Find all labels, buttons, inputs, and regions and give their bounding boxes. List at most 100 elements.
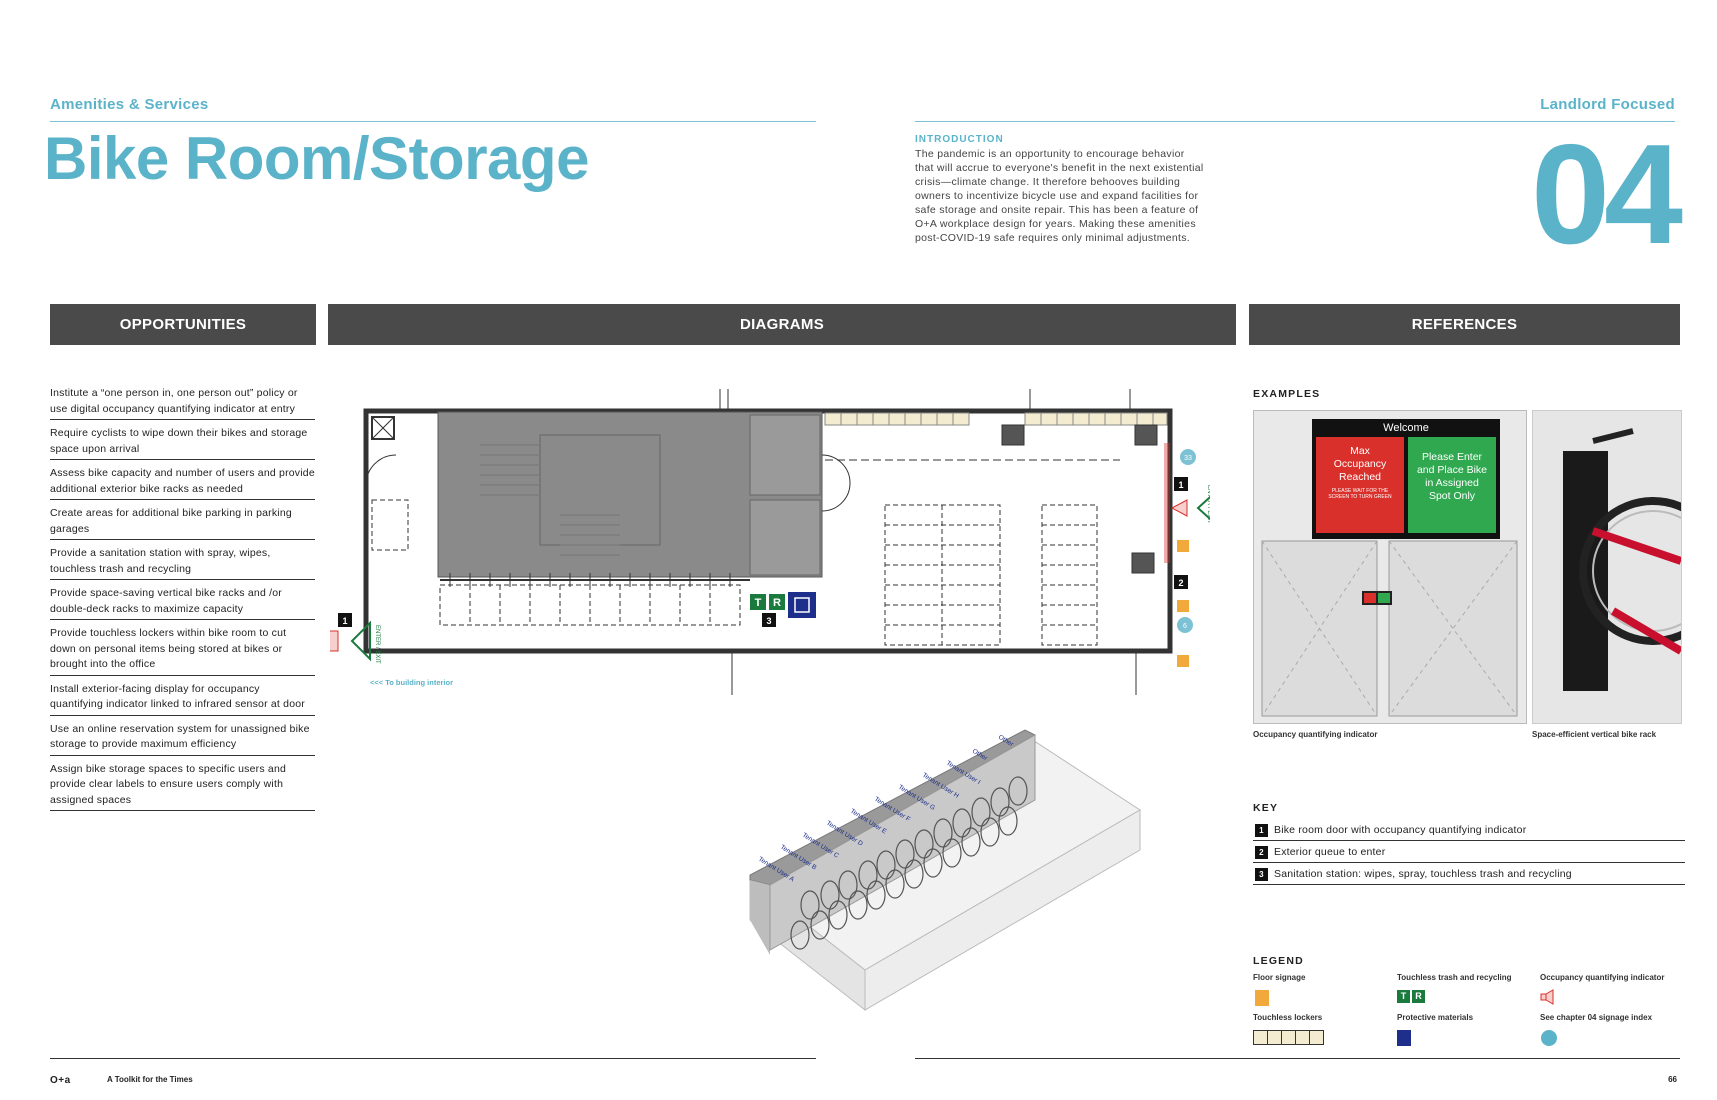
intro-line: that will accrue to everyone's benefit i… (915, 162, 1204, 174)
to-interior-label: <<< To building interior (370, 678, 453, 687)
signage-marker-33 (1180, 449, 1196, 465)
page-number: 66 (1668, 1075, 1677, 1084)
list-item: Assess bike capacity and number of users… (50, 466, 315, 500)
list-item: Create areas for additional bike parking… (50, 506, 315, 540)
list-item: Install exterior-facing display for occu… (50, 682, 315, 716)
floor-plan-diagram: T R 3 1 ENTER / EXIT <<< To building int… (330, 389, 1210, 695)
enter-exit-left: ENTER / EXIT (374, 625, 380, 664)
svg-text:6: 6 (1183, 623, 1187, 630)
signage-index-icon (1541, 1030, 1557, 1046)
floor-signage-icon (1255, 990, 1269, 1006)
green-line: and Place Bike (1416, 464, 1488, 476)
legend-heading: LEGEND (1253, 955, 1304, 967)
intro-line: safe storage and onsite repair. This has… (915, 204, 1199, 216)
vertical-rack-illustration (1563, 428, 1681, 691)
bike-wheels (790, 776, 1028, 950)
door-illustration (1261, 540, 1518, 717)
legend-lockers-label: Touchless lockers (1253, 1013, 1323, 1022)
screen-red-panel: Max Occupancy Reached PLEASE WAIT FOR TH… (1316, 437, 1404, 533)
intro-text: The pandemic is an opportunity to encour… (915, 147, 1275, 245)
legend-signage-index-label: See chapter 04 signage index (1540, 1013, 1653, 1022)
svg-text:33: 33 (1184, 455, 1192, 462)
plan-marker-1-right: 1 (1178, 480, 1183, 490)
enter-exit-right: ENTER / EXIT (1206, 485, 1210, 524)
plan-marker-3: 3 (766, 616, 771, 626)
entry-arrow-right (1196, 495, 1210, 521)
chapter-number: 04 (1531, 115, 1683, 274)
footer-rule-left (50, 1058, 816, 1059)
references-header: REFERENCES (1249, 304, 1680, 345)
key-row: 1 Bike room door with occupancy quantify… (1253, 820, 1685, 841)
touchless-lockers-icon (1253, 1030, 1324, 1045)
trash-letter: T (755, 597, 762, 609)
floor-signage-markers (1177, 540, 1189, 667)
legend-trash-icon: T (1397, 990, 1410, 1003)
protective-materials-icon (788, 592, 816, 618)
opportunities-list: Institute a “one person in, one person o… (50, 386, 315, 817)
diagrams-header: DIAGRAMS (328, 304, 1236, 345)
footer-rule-right (915, 1058, 1680, 1059)
key-text: Sanitation station: wipes, spray, touchl… (1274, 868, 1572, 880)
intro-line: The pandemic is an opportunity to encour… (915, 148, 1185, 160)
key-text: Exterior queue to enter (1274, 846, 1386, 858)
examples-heading: EXAMPLES (1253, 388, 1321, 400)
rack-wall (769, 734, 1036, 951)
occupancy-indicator-left (330, 630, 339, 652)
footer-toolkit: A Toolkit for the Times (107, 1075, 193, 1084)
list-item: Provide a sanitation station with spray,… (50, 546, 315, 580)
bike-parking-grid (371, 499, 1098, 646)
vertical-bike-rack-photo (1532, 410, 1682, 724)
list-item: Provide touchless lockers within bike ro… (50, 626, 315, 676)
intro-line: O+A workplace design for years. Making t… (915, 218, 1196, 230)
screen-title: Welcome (1383, 422, 1429, 434)
welcome-screen: Welcome Max Occupancy Reached PLEASE WAI… (1312, 419, 1500, 539)
signage-marker-6 (1177, 617, 1193, 633)
caption-vertical-rack: Space-efficient vertical bike rack (1532, 730, 1657, 739)
green-line: in Assigned (1425, 477, 1479, 489)
legend-recycle-icon: R (1412, 990, 1425, 1003)
intro-line: owners to incentivize bicycle use and ex… (915, 190, 1199, 202)
red-line: Occupancy (1333, 458, 1387, 470)
legend-protective-label: Protective materials (1397, 1013, 1474, 1022)
plan-marker-2: 2 (1178, 578, 1183, 588)
footer-logo: O+a (50, 1075, 71, 1086)
legend-touchless-trash-label: Touchless trash and recycling (1397, 973, 1512, 982)
red-line: Reached (1338, 471, 1382, 483)
isometric-bike-rack-diagram: Tenant User A Tenant User B Tenant User … (749, 729, 1141, 1012)
key-heading: KEY (1253, 802, 1279, 814)
red-line: Max (1350, 445, 1370, 457)
key-text: Bike room door with occupancy quantifyin… (1274, 824, 1527, 836)
entry-arrow-left (350, 620, 371, 662)
protective-materials-legend-icon (1397, 1030, 1411, 1046)
caption-occupancy: Occupancy quantifying indicator (1253, 730, 1378, 739)
section-label: Amenities & Services (50, 96, 209, 113)
focus-label: Landlord Focused (1540, 96, 1675, 113)
legend-occupancy-label: Occupancy quantifying indicator (1540, 973, 1665, 982)
list-item: Require cyclists to wipe down their bike… (50, 426, 315, 460)
recycle-icon (769, 594, 785, 610)
list-item: Assign bike storage spaces to specific u… (50, 762, 315, 811)
legend-floor-signage-label: Floor signage (1253, 973, 1306, 982)
opportunities-header: OPPORTUNITIES (50, 304, 316, 345)
green-line: Spot Only (1428, 490, 1476, 502)
occupancy-indicator-photo: Welcome Max Occupancy Reached PLEASE WAI… (1253, 410, 1527, 724)
list-item: Use an online reservation system for una… (50, 722, 315, 756)
trash-icon (750, 594, 766, 610)
list-item: Provide space-saving vertical bike racks… (50, 586, 315, 620)
intro-line: post-COVID-19 safe requires only minimal… (915, 232, 1191, 244)
header-rule-right (915, 121, 1675, 122)
occupancy-indicator-right (1170, 499, 1188, 517)
key-row: 3 Sanitation station: wipes, spray, touc… (1253, 864, 1685, 885)
screen-green-panel: Please Enter and Place Bike in Assigned … (1408, 437, 1496, 533)
list-item: Institute a “one person in, one person o… (50, 386, 315, 420)
green-line: Please Enter (1421, 451, 1483, 463)
intro-heading: INTRODUCTION (915, 134, 1004, 145)
key-number: 2 (1255, 845, 1268, 859)
header-rule-left (50, 121, 816, 122)
red-small-text: PLEASE WAIT FOR THE SCREEN TO TURN GREEN (1328, 488, 1392, 500)
page-title: Bike Room/Storage (44, 125, 589, 192)
intro-line: crisis—climate change. It therefore beho… (915, 176, 1181, 188)
plan-marker-1-left: 1 (342, 616, 347, 626)
key-number: 3 (1255, 867, 1268, 881)
occupancy-indicator-icon (1540, 989, 1554, 1005)
